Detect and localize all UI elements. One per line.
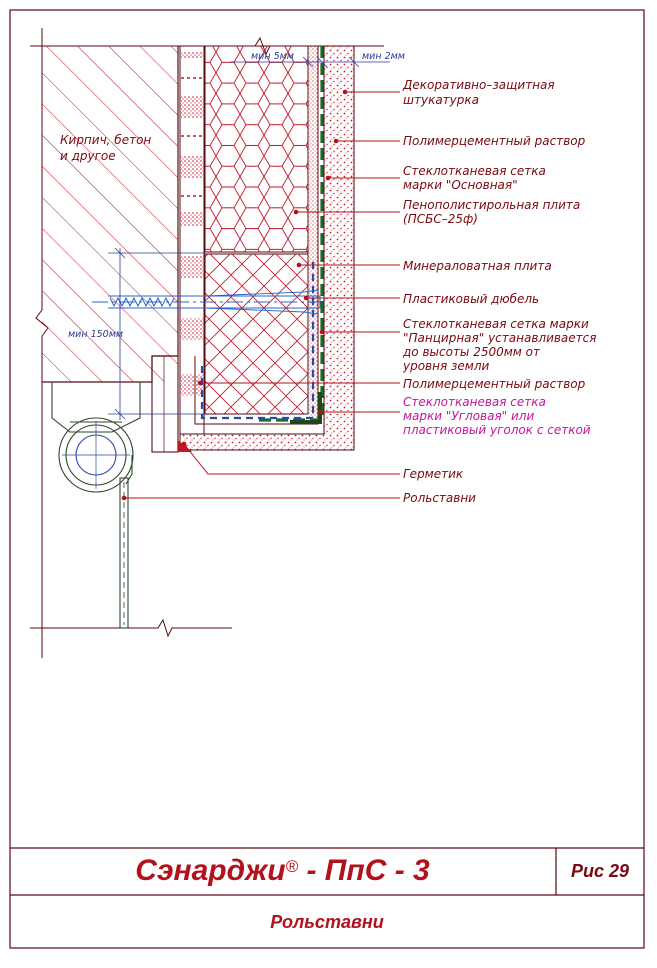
mineral-wool-board <box>204 253 309 415</box>
sheet-frame <box>9 9 645 949</box>
label-shutters: Рольставни <box>403 491 476 505</box>
dimension-min-150: мин 150мм <box>68 329 123 340</box>
substrate-label-line2: и другое <box>60 149 116 163</box>
corner-mesh <box>290 392 322 424</box>
substrate-label-line1: Кирпич, бетон <box>60 133 151 147</box>
leader-lines <box>121 89 400 501</box>
label-render-1: Декоративно–защитная <box>402 78 555 92</box>
label-sealant: Герметик <box>403 467 464 481</box>
label-render-2: штукатурка <box>403 93 479 107</box>
drawing-title: Сэнарджи® - ПпС - 3 <box>10 848 555 894</box>
mortar-layer <box>194 46 319 425</box>
label-mesh-armored-4: уровня земли <box>402 359 489 373</box>
label-mesh-armored-3: до высоты 2500мм от <box>402 345 541 359</box>
adhesive-strip <box>179 45 205 435</box>
brand-name: Сэнарджи <box>135 854 286 887</box>
fiberglass-mesh-armored <box>200 262 315 420</box>
label-eps-1: Пенополистирольная плита <box>403 198 580 212</box>
label-mortar-top: Полимерцементный раствор <box>403 134 586 148</box>
roller-shutter <box>51 382 141 629</box>
label-mesh-armored-2: "Панцирная" устанавливается <box>403 331 596 345</box>
label-mineral-wool: Минераловатная плита <box>403 259 552 273</box>
label-eps-2: (ПСБС–25ф) <box>403 212 478 226</box>
substrate-wall: Кирпич, бетон и другое <box>42 46 179 453</box>
label-mesh-corner-2: марки "Угловая" или <box>403 409 534 423</box>
drawing-code: - ПпС - 3 <box>298 854 430 887</box>
figure-number: Рис 29 <box>570 860 630 881</box>
label-mesh-basic-2: марки "Основная" <box>403 178 518 192</box>
label-mortar-bottom: Полимерцементный раствор <box>403 377 586 391</box>
label-dowel: Пластиковый дюбель <box>403 292 539 306</box>
registered-mark: ® <box>285 857 299 876</box>
callout-labels: Декоративно–защитная штукатурка Полимерц… <box>402 78 596 505</box>
eps-board <box>204 45 309 253</box>
label-mesh-armored-1: Стеклотканевая сетка марки <box>403 317 589 331</box>
dimension-min-2: мин 2мм <box>362 51 405 62</box>
label-mesh-basic-1: Стеклотканевая сетка <box>403 164 546 178</box>
dimension-lines <box>108 56 390 420</box>
plastic-dowel <box>92 289 321 315</box>
drawing-subtitle: Рольставни <box>270 911 384 932</box>
label-mesh-corner-3: пластиковый уголок с сеткой <box>403 423 591 437</box>
label-mesh-corner-1: Стеклотканевая сетка <box>403 395 546 409</box>
dimension-min-5: мин 5мм <box>251 51 294 62</box>
